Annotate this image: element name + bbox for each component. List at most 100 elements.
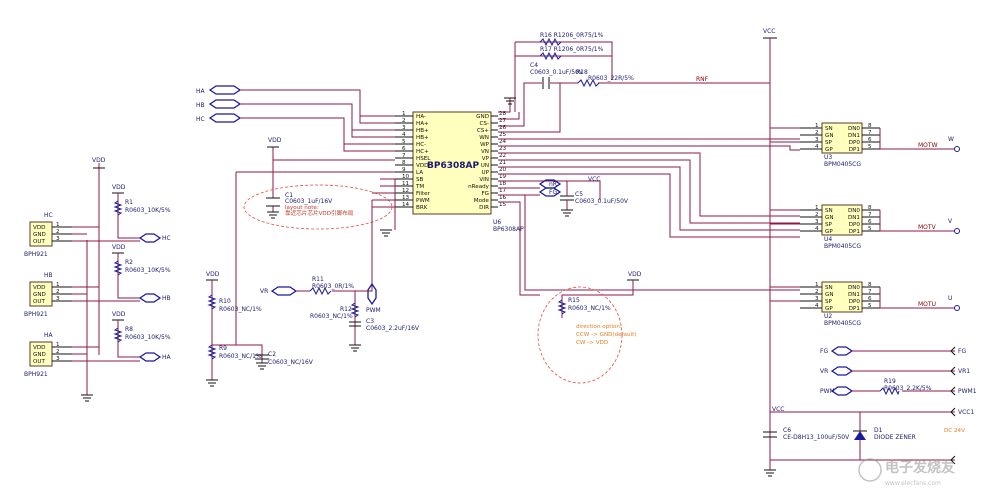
hall-pin-number: 1 xyxy=(56,222,60,228)
hall-input-ports: HA HB HC xyxy=(196,85,395,152)
ic-pin-number: 24 xyxy=(499,139,507,145)
ic-ref: U6 xyxy=(493,219,501,226)
pullup-ref: R2 xyxy=(125,259,133,266)
dir-note-1: direction option: xyxy=(576,324,622,330)
port-hc-top-label: HC xyxy=(196,116,205,123)
ic-pin-name: BRK xyxy=(416,205,428,211)
r12-resistor xyxy=(350,302,360,318)
mosfet-value: BPM0405CG xyxy=(824,320,861,327)
mosfet-pin-number: 7 xyxy=(868,130,872,136)
c4-value: C0603_0.1uF/50V xyxy=(530,69,584,76)
r16-label: R16 R1206_0R75/1% xyxy=(540,32,604,39)
port-hb-label: HB xyxy=(162,295,171,302)
port-vr[interactable] xyxy=(270,286,298,296)
port-hb[interactable] xyxy=(138,293,162,303)
motor-terminal[interactable] xyxy=(954,305,960,311)
port-pwm-bottom[interactable] xyxy=(830,386,854,396)
hall-pin-number: 1 xyxy=(56,342,60,348)
mosfet-pin-number: 4 xyxy=(815,226,819,232)
vcc-rail: VCC xyxy=(763,28,777,477)
ic-pin-name: HSEL xyxy=(416,156,431,162)
pullup-value: R0603_10K/5% xyxy=(125,267,171,274)
r11-resistor xyxy=(309,286,332,296)
port-pwm-vertical[interactable] xyxy=(367,282,377,306)
mosfet-pin-name: GN xyxy=(825,215,834,221)
ic-pin-number: 14 xyxy=(402,202,410,208)
mosfet-pin-name: GP xyxy=(825,229,833,235)
port-hb-top-label: HB xyxy=(196,102,205,109)
ic-pin-name: HA- xyxy=(416,114,426,120)
ic-pin-number: 9 xyxy=(402,167,406,173)
motor-net-label: MOTW xyxy=(918,142,938,149)
d1-ref: D1 xyxy=(874,427,883,434)
hall-pin-number: 3 xyxy=(56,356,60,362)
port-nr-label: nR xyxy=(549,181,557,188)
port-hc-top[interactable] xyxy=(208,113,242,123)
port-hc[interactable] xyxy=(138,233,162,243)
r17-label: R17 R1206_0R75/1% xyxy=(540,46,604,53)
mosfet-pin-name: SN xyxy=(825,126,833,132)
pullup-ref: R1 xyxy=(125,199,133,206)
c3-capacitor xyxy=(349,321,361,327)
mosfet-pin-name: DP1 xyxy=(849,306,861,312)
vcc-label-ic: VCC xyxy=(588,176,600,183)
mosfet-ref: U4 xyxy=(824,236,832,243)
mosfet-ref: U3 xyxy=(824,154,832,161)
mosfet-pin-name: GN xyxy=(825,133,834,139)
port-hb-top[interactable] xyxy=(208,99,242,109)
hall-pin-name: GND xyxy=(33,232,46,238)
ic-pin-name: nReady xyxy=(468,184,490,190)
ic-pin-name: HC- xyxy=(416,142,426,148)
ic-pin-number: 8 xyxy=(402,160,406,166)
r17-resistor xyxy=(539,51,562,61)
mosfet-pin-number: 6 xyxy=(868,137,872,143)
hall-pin-number: 2 xyxy=(56,289,60,295)
mosfet-pin-number: 5 xyxy=(868,303,872,309)
c2-value: C0603_NC/16V xyxy=(268,359,314,366)
ic-pin-number: 2 xyxy=(402,118,406,124)
mosfet-body xyxy=(821,204,863,236)
ic-pin-number: 21 xyxy=(499,160,507,166)
ic-pin-number: 3 xyxy=(402,125,406,131)
connector-section: FG VR PWM R19 R0603_2.2K/5% FG VR1 PWM1 … xyxy=(763,346,977,465)
ic-pin-name: PWM xyxy=(416,198,430,204)
hall-pin-name: OUT xyxy=(33,359,45,365)
dc-note: DC 24V xyxy=(944,428,965,434)
ic-value: BP6308AP xyxy=(493,226,524,233)
dir-note-2: CCW -> GND(default) xyxy=(576,332,636,338)
current-sense: R16 R1206_0R75/1% R17 R1206_0R75/1% C4 C… xyxy=(498,32,770,133)
motor-terminal[interactable] xyxy=(954,228,960,234)
port-ha-top-label: HA xyxy=(196,88,206,95)
ic-pin-number: 6 xyxy=(402,146,406,152)
d1-value: DIODE ZENER xyxy=(874,434,916,441)
ic-pin-name: HB+ xyxy=(416,128,429,134)
r18-value: R0603_22R/5% xyxy=(588,75,634,82)
r16-resistor xyxy=(539,37,562,47)
motor-terminal[interactable] xyxy=(954,146,960,152)
c1-decoupling: VDD C1 C0603_1uF/16V layout note: 靠近芯片芯片… xyxy=(235,137,396,298)
mosfet-pin-name: DN1 xyxy=(848,133,860,139)
port-hc-label: HC xyxy=(162,235,171,242)
c6-ref: C6 xyxy=(783,427,791,434)
mosfet-ref: U2 xyxy=(824,313,832,320)
port-ha-top[interactable] xyxy=(208,85,242,95)
r10-value: R0603_NC/1% xyxy=(219,306,262,313)
hall-pin-name: GND xyxy=(33,352,46,358)
c1-value: C0603_1uF/16V xyxy=(285,198,333,205)
r18-resistor xyxy=(577,78,600,88)
port-fg-bottom[interactable] xyxy=(830,346,854,356)
ic-pin-number: 28 xyxy=(499,111,507,117)
ic-pin-number: 22 xyxy=(499,153,506,159)
port-ha[interactable] xyxy=(138,352,162,362)
ic-pin-number: 26 xyxy=(499,125,507,131)
port-vr-bottom[interactable] xyxy=(830,366,854,376)
port-fg-mid[interactable] xyxy=(538,187,562,197)
mosfet-pin-name: SP xyxy=(825,140,833,146)
r11-value: R0603_0R/1% xyxy=(312,283,354,290)
mosfet-pin-name: DN1 xyxy=(848,292,860,298)
ic-pin-number: 12 xyxy=(402,188,409,194)
mosfet-value: BPM0405CG xyxy=(824,243,861,250)
ic-pin-name: VDD xyxy=(416,163,428,169)
